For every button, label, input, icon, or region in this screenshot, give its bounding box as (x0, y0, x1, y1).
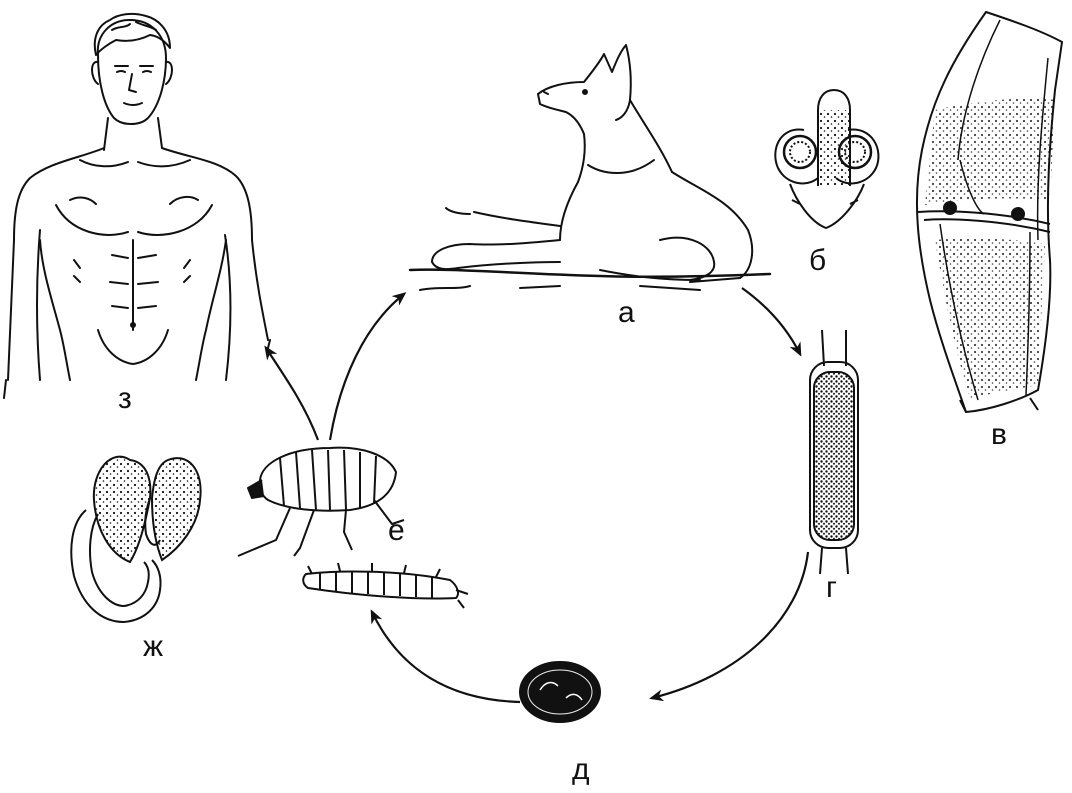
human-figure (4, 14, 270, 398)
flea-figure (238, 448, 404, 556)
arrow-flea-to-dog (330, 294, 404, 440)
dog-figure (410, 45, 770, 290)
cysticercoid-figure (71, 457, 200, 622)
egg-capsule-figure (810, 330, 858, 574)
label-z: з (118, 384, 132, 414)
label-e: е (388, 516, 405, 546)
lifecycle-arrows (266, 288, 808, 702)
label-g: г (826, 573, 837, 603)
arrow-dog-to-capsule (742, 288, 800, 354)
arrow-egg-to-larva (372, 612, 520, 702)
larva-figure (303, 563, 468, 608)
label-d: д (572, 755, 590, 785)
label-zh: ж (143, 632, 163, 662)
label-a: а (618, 298, 635, 328)
scolex-figure (775, 90, 878, 228)
arrow-flea-to-human (266, 348, 318, 440)
proglottid-figure (917, 12, 1062, 412)
egg-figure (520, 662, 600, 722)
label-v: в (991, 420, 1007, 450)
arrow-capsule-to-egg (652, 552, 808, 698)
label-b: б (809, 246, 826, 276)
